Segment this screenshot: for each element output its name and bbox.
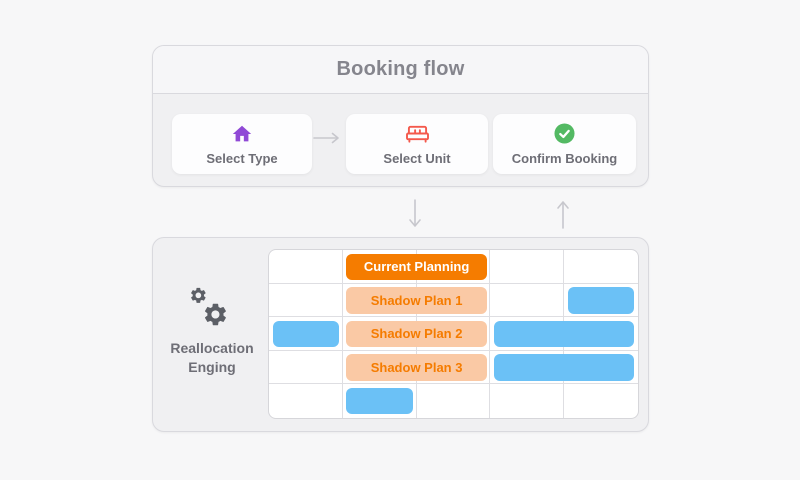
- step-select-unit[interactable]: Select Unit: [346, 114, 488, 174]
- grid-cell: [343, 384, 417, 418]
- grid-cell: [416, 317, 491, 351]
- grid-cell: [269, 317, 343, 351]
- up-arrow-icon: [556, 199, 570, 229]
- right-arrow-icon: [313, 131, 341, 149]
- grid-cell: [417, 384, 491, 418]
- home-icon: [231, 123, 253, 145]
- grid-cell: [269, 250, 343, 284]
- booking-bar: [346, 387, 414, 415]
- grid-cell: [269, 384, 343, 418]
- engine-label-line2: Enging: [188, 359, 236, 375]
- down-arrow-icon: [408, 199, 422, 229]
- step-label: Select Type: [206, 150, 278, 166]
- grid-cell: [564, 284, 638, 318]
- current-planning-bar: Current Planning: [346, 253, 487, 281]
- booking-flow-title: Booking flow: [336, 58, 465, 80]
- grid-cell: [490, 250, 565, 284]
- shadow-plan-bar: Shadow Plan 1: [346, 287, 487, 314]
- shadow-plan-bar: Shadow Plan 3: [346, 354, 487, 381]
- grid-cell: [564, 250, 638, 284]
- booking-flow-header: Booking flow: [153, 46, 648, 94]
- step-label: Confirm Booking: [511, 150, 618, 166]
- bed-icon: [405, 123, 430, 145]
- grid-cell: [416, 250, 491, 284]
- engine-label-line1: Reallocation: [170, 340, 254, 356]
- reallocation-engine-label: Reallocation Enging: [153, 339, 271, 377]
- grid-cell: [490, 283, 565, 318]
- booking-bar: [567, 287, 635, 314]
- grid-cell: [564, 317, 638, 351]
- grid-cell: [416, 350, 491, 385]
- booking-bar: [493, 320, 635, 348]
- step-label: Select Unit: [383, 150, 451, 166]
- booking-bar: [272, 320, 340, 348]
- gears-icon: [186, 284, 238, 341]
- reallocation-engine-zone: Reallocation Enging: [153, 238, 268, 431]
- step-confirm-booking[interactable]: Confirm Booking: [493, 114, 636, 174]
- step-select-type[interactable]: Select Type: [172, 114, 312, 174]
- booking-flow-body: Select Type Select Unit: [153, 94, 648, 187]
- check-circle-icon: [554, 123, 575, 145]
- grid-cell: [269, 350, 343, 385]
- shadow-plan-bar: Shadow Plan 2: [346, 320, 487, 348]
- booking-bar: [493, 354, 635, 381]
- grid-cell: [269, 283, 343, 318]
- grid-cell: [564, 351, 638, 385]
- booking-flow-panel: Booking flow Select Type Select Un: [152, 45, 649, 187]
- grid-cell: [490, 384, 565, 418]
- grid-cell: [416, 283, 491, 318]
